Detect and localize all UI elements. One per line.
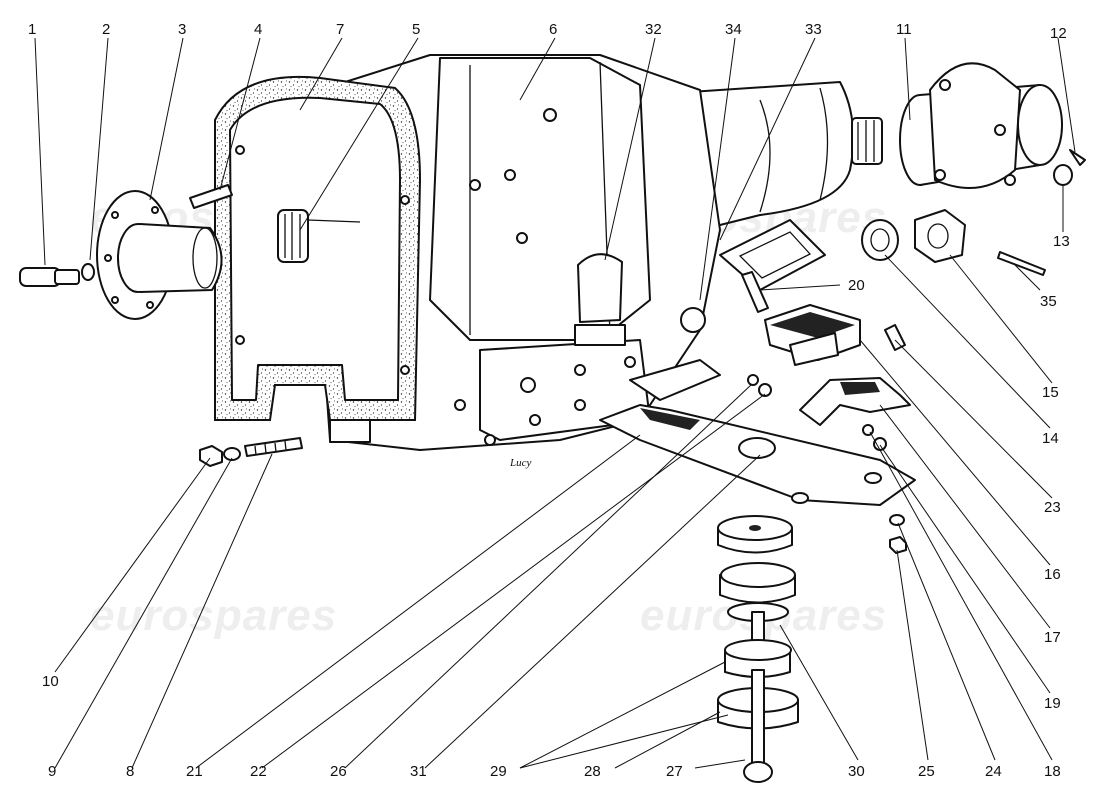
callout-label: 3 [178, 21, 186, 38]
rubber-mount [764, 304, 861, 366]
nut-washer-stud [199, 437, 303, 467]
input-shaft [277, 209, 361, 263]
callout-label: 26 [330, 763, 347, 780]
callout-label: 13 [1053, 233, 1070, 250]
callout-label: 4 [254, 21, 262, 38]
callout-label: 11 [896, 21, 912, 38]
bolt-and-washer [19, 263, 95, 287]
clip [1069, 149, 1086, 166]
front-flange [96, 190, 223, 320]
nut [873, 437, 887, 451]
stud [741, 271, 769, 313]
gearbox-housing: Lucy [319, 54, 883, 469]
watermark-text: eurospares [90, 591, 337, 640]
nut [758, 383, 772, 397]
callout-label: 15 [1042, 384, 1059, 401]
callout-label: 31 [410, 763, 427, 780]
mount-rubber [738, 437, 776, 459]
callout-label: 2 [102, 21, 110, 38]
callout-label: 28 [584, 763, 601, 780]
rear-output-flange [899, 62, 1063, 189]
callout-label: 16 [1044, 566, 1061, 583]
washer [889, 514, 905, 526]
callout-label: 32 [645, 21, 662, 38]
cotter-pin [997, 251, 1046, 276]
callout-label: 12 [1050, 25, 1067, 42]
washer [1053, 164, 1073, 186]
bolt [884, 324, 906, 351]
callout-label: 19 [1044, 695, 1061, 712]
stud-pin [189, 184, 233, 209]
callout-label: 21 [186, 763, 203, 780]
washer [861, 219, 899, 261]
callout-label: 9 [48, 763, 56, 780]
leader-lines [34, 37, 1076, 769]
nut [747, 374, 759, 386]
callout-label: 17 [1044, 629, 1061, 646]
callout-label: 34 [725, 21, 742, 38]
callout-label: 18 [1044, 763, 1061, 780]
callout-label: 20 [848, 277, 865, 294]
artist-signature: Lucy [509, 457, 532, 469]
callout-label: 10 [42, 673, 59, 690]
callout-label: 24 [985, 763, 1002, 780]
rubber-mount-stack [717, 515, 799, 783]
callout-label: 23 [1044, 499, 1061, 516]
bellhousing-gasket [214, 75, 422, 421]
mount-bracket [799, 377, 911, 426]
callout-label: 29 [490, 763, 507, 780]
castle-nut [914, 209, 966, 263]
callout-label: 25 [918, 763, 935, 780]
callout-label: 8 [126, 763, 134, 780]
callout-label: 35 [1040, 293, 1057, 310]
callout-label: 14 [1042, 430, 1059, 447]
callout-label: 27 [666, 763, 683, 780]
nut [889, 536, 907, 554]
callout-label: 30 [848, 763, 865, 780]
callout-label: 33 [805, 21, 822, 38]
callout-label: 1 [28, 21, 36, 38]
nut [862, 424, 874, 436]
callout-label: 7 [336, 21, 344, 38]
callout-label: 5 [412, 21, 420, 38]
callout-label: 6 [549, 21, 557, 38]
callout-label: 22 [250, 763, 267, 780]
callout-labels: 1 2 3 4 7 5 6 32 34 33 11 12 13 35 15 14… [28, 21, 1070, 780]
